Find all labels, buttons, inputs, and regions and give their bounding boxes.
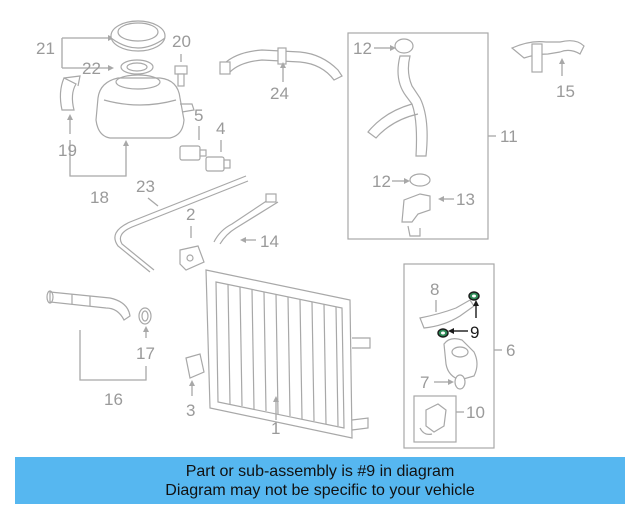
parts-diagram: 21 22 18 19 20 24 5 — [36, 20, 585, 449]
banner-line-2: Diagram may not be specific to your vehi… — [165, 481, 475, 499]
highlighted-part-9-oring-lower — [437, 328, 449, 338]
callout-2: 2 — [186, 205, 195, 224]
radiator-mount — [185, 353, 205, 379]
callout-7: 7 — [420, 373, 429, 392]
callout-9: 9 — [470, 323, 479, 342]
thermostat-housing — [443, 338, 478, 381]
overflow-hose — [114, 175, 249, 273]
callout-21-group: 21 22 — [36, 35, 114, 78]
callout-21: 21 — [36, 39, 55, 58]
cap-seal — [120, 59, 154, 75]
thermostat-box — [413, 395, 457, 443]
pipe-seal — [138, 307, 152, 325]
callout-24: 24 — [270, 84, 289, 103]
callout-19: 19 — [58, 141, 77, 160]
callout-20: 20 — [172, 32, 191, 51]
callout-16: 16 — [104, 390, 123, 409]
callout-14: 14 — [260, 232, 279, 251]
thermostat-assembly-box — [403, 263, 495, 449]
expansion-tank — [95, 74, 195, 139]
callout-10: 10 — [466, 403, 485, 422]
radiator — [205, 269, 371, 439]
callout-22: 22 — [82, 59, 101, 78]
highlighted-part-9-oring-upper — [468, 291, 480, 301]
hose-connector — [401, 193, 431, 237]
hose-clamp-lower — [409, 173, 431, 187]
callout-17: 17 — [136, 344, 155, 363]
callout-5: 5 — [194, 106, 203, 125]
upper-hose — [219, 47, 343, 81]
thermostat-seal — [454, 374, 466, 390]
thermostat-hose — [419, 299, 475, 329]
callout-23: 23 — [136, 177, 155, 196]
tank-hose — [59, 75, 81, 111]
callout-6: 6 — [506, 341, 515, 360]
switch-sensor — [205, 156, 231, 172]
callout-13: 13 — [456, 190, 475, 209]
lower-hose — [213, 193, 279, 245]
coolant-hose — [367, 55, 428, 157]
temperature-sensor — [179, 145, 207, 161]
callout-18: 18 — [90, 188, 109, 207]
hose-clamp-top — [394, 38, 414, 54]
callout-12-top: 12 — [353, 39, 372, 58]
water-pipe — [46, 290, 131, 321]
callout-8: 8 — [430, 280, 439, 299]
bolt — [174, 65, 188, 87]
callout-12-mid: 12 — [372, 172, 391, 191]
callout-4: 4 — [216, 119, 225, 138]
callout-11: 11 — [500, 127, 518, 146]
callout-3: 3 — [186, 401, 195, 420]
info-banner: Part or sub-assembly is #9 in diagram Di… — [15, 457, 625, 504]
callout-1: 1 — [271, 419, 280, 438]
heater-hose — [510, 40, 585, 73]
callout-15: 15 — [556, 82, 575, 101]
mounting-bracket — [179, 245, 205, 271]
banner-line-1: Part or sub-assembly is #9 in diagram — [185, 462, 455, 480]
expansion-tank-cap — [110, 20, 166, 52]
